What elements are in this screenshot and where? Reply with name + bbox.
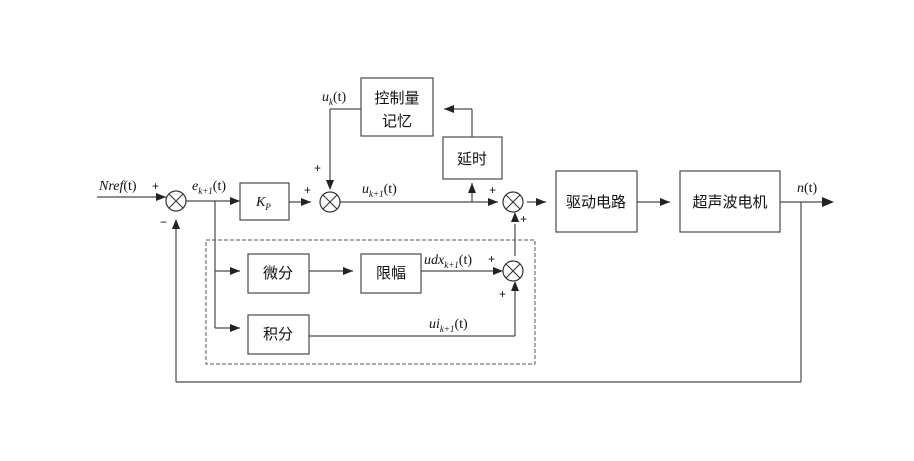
sign-sum4-bottom: + [499,287,506,301]
arrow-into-memory [444,105,454,113]
output-label: n(t) [797,181,818,196]
motor-block: 超声波电机 [679,170,781,233]
arrow-into-sum3-bottom [511,212,519,222]
summing-junction-1 [165,190,187,212]
delay-block: 延时 [442,136,503,180]
delay-label: 延时 [457,150,487,168]
memory-label-line2: 记忆 [382,112,412,130]
arrow-into-sum2-left [301,198,311,206]
sign-sum2-top: + [314,161,321,175]
arrow-into-sum1-bottom [172,219,180,229]
sign-sum1-minus: − [160,215,167,229]
arrow-into-limiter [343,267,353,275]
kp-block: KP [239,182,290,221]
arrow-into-derivative [230,267,240,275]
arrowheads [156,105,834,332]
motor-label: 超声波电机 [692,193,767,211]
sign-sum4-left: + [488,252,495,266]
limiter-block: 限幅 [360,253,422,294]
limiter-label: 限幅 [376,264,406,282]
integral-label: 积分 [263,325,293,343]
arrow-into-delay [468,183,476,193]
arrow-into-sum1 [156,193,166,201]
arrow-into-sum2-top [326,180,334,190]
sign-sum3-bottom: + [520,212,527,226]
arrow-into-kp [230,197,240,205]
drive-circuit-block: 驱动电路 [555,170,638,233]
uk-label: uk(t) [322,90,347,107]
derivative-label: 微分 [263,264,293,282]
summing-junction-4 [502,260,524,282]
error-label: ek+1(t) [192,179,226,196]
summing-junction-3 [502,191,524,213]
uk1-label: uk+1(t) [362,182,397,199]
arrow-into-motor [660,198,670,206]
summing-junction-2 [319,191,341,213]
arrow-into-sum4-left [493,267,503,275]
udx-label: udxk+1(t) [424,253,472,270]
arrow-into-drive [536,198,546,206]
dashed-pid-region [205,239,536,365]
ui-label: uik+1(t) [429,317,468,334]
arrow-output [822,197,834,207]
sign-sum3-left: + [489,183,496,197]
drive-circuit-label: 驱动电路 [566,193,626,211]
arrow-into-sum3-left [488,198,498,206]
memory-block: 控制量 记忆 [360,77,434,137]
arrow-into-integral [230,324,240,332]
memory-label-line1: 控制量 [374,89,419,107]
sign-sum1-plus: + [152,179,159,193]
sign-sum2-left: + [304,183,311,197]
integral-block: 积分 [247,314,310,355]
arrow-into-sum4-bottom [511,281,519,291]
nref-label: Nref(t) [98,179,137,194]
kp-label: KP [255,195,271,212]
derivative-block: 微分 [247,253,310,294]
